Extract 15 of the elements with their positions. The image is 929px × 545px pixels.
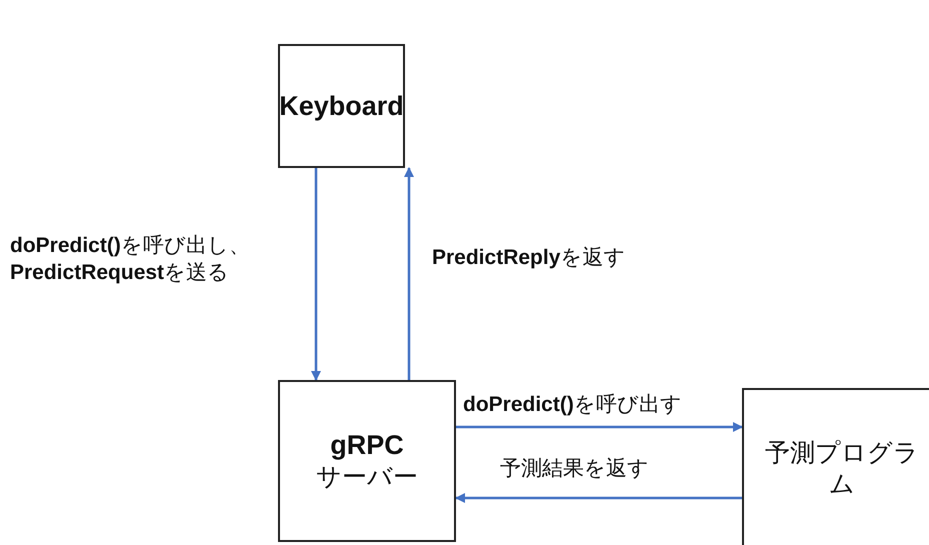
node-title: gRPC [330,430,404,461]
node-title: 予測プログラム [764,436,920,500]
edge-label: doPredict()を呼び出し、 PredictRequestを送る [10,233,251,286]
server-box [278,380,456,542]
arrow [456,422,743,432]
arrow [404,167,414,380]
program-box [742,388,929,545]
node-title: Keyboard [279,90,404,122]
edge-label: 予測結果を返す [500,456,649,482]
edge-label: PredictReplyを返す [432,245,626,271]
node-subtitle: サーバー [316,460,418,492]
arrow [455,493,742,503]
keyboard-box [278,44,405,168]
arrow [311,168,321,381]
edge-label: doPredict()を呼び出す [463,392,682,418]
